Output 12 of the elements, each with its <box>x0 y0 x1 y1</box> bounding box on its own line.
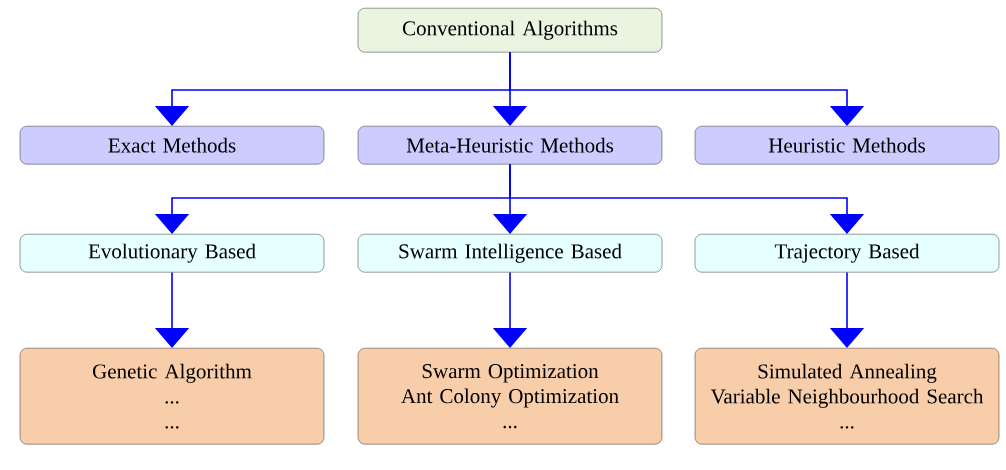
category-box: Exact Methods <box>19 126 325 165</box>
algorithm-box: Swarm Optimization Ant Colony Optimization ... <box>357 348 663 445</box>
arrow <box>509 51 865 126</box>
subcategory-box: Evolutionary Based <box>19 234 325 273</box>
algorithm-box: Simulated Annealing Variable Neighbourhood Search ... <box>694 348 1000 445</box>
algorithm-box: Genetic Algorithm ... ... <box>19 348 325 445</box>
category-box: Heuristic Methods <box>694 126 1000 165</box>
subcategory-box: Swarm Intelligence Based <box>357 234 663 273</box>
category-box: Meta-Heuristic Methods <box>357 126 663 165</box>
arrow <box>509 163 865 234</box>
subcategory-box: Trajectory Based <box>694 234 1000 273</box>
root-box: Conventional Algorithms <box>357 8 663 53</box>
